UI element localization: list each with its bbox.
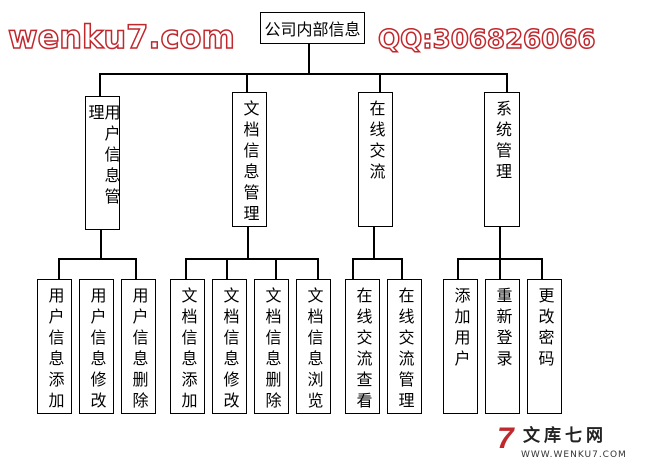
connector (275, 258, 277, 279)
node-label: 添加用户 (451, 287, 471, 371)
node-label: 用户信息添加 (45, 287, 65, 413)
leaf-node: 用户信息删除 (121, 279, 156, 414)
node-label: 用户信息管理 (85, 104, 121, 209)
node-label: 在线交流管理 (395, 287, 415, 413)
connector (352, 258, 354, 279)
root-label: 公司内部信息 (264, 20, 361, 39)
node-label: 用户信息修改 (87, 287, 107, 413)
logo-name: 文库七网 (523, 426, 607, 446)
connector (308, 44, 310, 74)
leaf-node: 文档信息浏览 (296, 279, 331, 414)
node-label: 更改密码 (535, 287, 555, 371)
leaf-node: 更改密码 (527, 279, 562, 414)
leaf-node: 重新登录 (485, 279, 520, 414)
connector (99, 73, 101, 96)
leaf-node: 在线交流管理 (387, 279, 422, 414)
connector (401, 258, 403, 279)
node-label: 文档信息浏览 (304, 287, 324, 413)
connector (58, 258, 60, 279)
connector (506, 73, 508, 92)
connector (100, 230, 102, 258)
connector (499, 258, 501, 279)
connector (135, 258, 137, 279)
connector (457, 258, 459, 279)
connector (379, 73, 381, 92)
node-label: 重新登录 (493, 287, 513, 371)
connector (99, 73, 507, 75)
module-user-info: 用户信息管理 (85, 96, 121, 230)
node-label: 在线交流 (366, 100, 386, 184)
connector (352, 258, 402, 260)
module-document-info: 文档信息管理 (232, 92, 267, 227)
node-label: 文档信息管理 (240, 100, 260, 226)
node-label: 用户信息删除 (129, 287, 149, 413)
connector (247, 227, 249, 258)
connector (373, 227, 375, 258)
connector (317, 258, 319, 279)
leaf-node: 文档信息添加 (170, 279, 205, 414)
wenku7-logo: 7 文库七网 WWW.WENKU7.COM (497, 422, 647, 464)
connector (185, 258, 187, 279)
root-node: 公司内部信息 (260, 12, 365, 44)
node-label: 文档信息添加 (178, 287, 198, 413)
connector (226, 258, 228, 279)
leaf-node: 用户信息添加 (37, 279, 72, 414)
leaf-node: 添加用户 (443, 279, 478, 414)
node-label: 文档信息删除 (262, 287, 282, 413)
logo-url: WWW.WENKU7.COM (521, 450, 627, 460)
node-label: 在线交流查看 (353, 287, 373, 413)
module-online-chat: 在线交流 (358, 92, 393, 227)
node-label: 文档信息修改 (220, 287, 240, 413)
leaf-node: 在线交流查看 (345, 279, 380, 414)
connector (185, 258, 318, 260)
leaf-node: 用户信息修改 (79, 279, 114, 414)
connector (499, 227, 501, 258)
connector (541, 258, 543, 279)
module-system: 系统管理 (484, 92, 520, 227)
watermark-qq: QQ:306826066 (378, 25, 595, 55)
logo-mark: 7 (497, 422, 514, 455)
connector (246, 73, 248, 92)
connector (58, 258, 136, 260)
leaf-node: 文档信息修改 (212, 279, 247, 414)
watermark-site: wenku7.com (8, 18, 235, 56)
leaf-node: 文档信息删除 (254, 279, 289, 414)
node-label: 系统管理 (493, 100, 512, 184)
